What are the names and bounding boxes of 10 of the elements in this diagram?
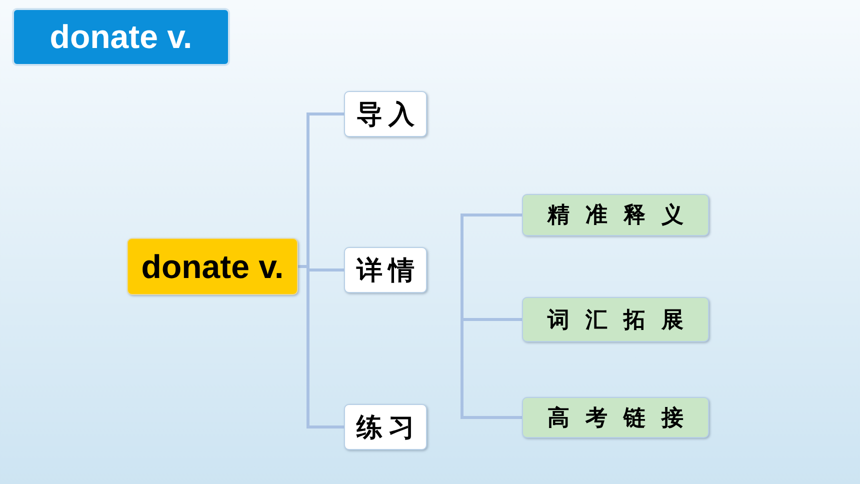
leaf-box: 词汇拓展 [522, 297, 709, 342]
topic-box: donate v. [127, 238, 298, 295]
leaf-box: 精准释义 [522, 194, 709, 236]
branch-box: 详情 [344, 247, 427, 293]
branch-box: 练习 [344, 404, 427, 450]
connector-line [460, 318, 522, 419]
title-banner: donate v. [12, 8, 230, 66]
leaf-box: 高考链接 [522, 397, 709, 438]
connector-line [460, 318, 522, 322]
branch-box: 导入 [344, 91, 427, 137]
